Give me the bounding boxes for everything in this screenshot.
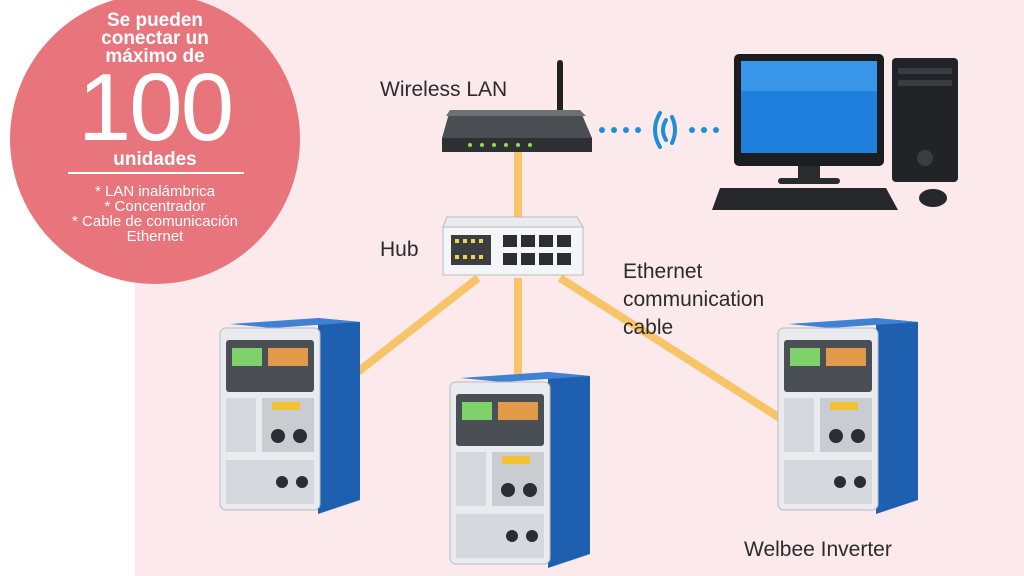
welding-machine-icon	[777, 318, 918, 514]
badge-number: 100	[77, 54, 234, 161]
ethernet-label-3: cable	[623, 316, 674, 339]
ethernet-label-2: communication	[623, 288, 765, 311]
welbee-label: Welbee Inverter	[744, 538, 892, 561]
cable-hub-welder-left	[347, 274, 481, 382]
badge-divider	[68, 172, 244, 174]
ethernet-label-1: Ethernet	[623, 260, 703, 283]
cable-hub-welder-right	[557, 274, 783, 422]
badge-line-1: Se pueden	[106, 10, 204, 31]
wireless-lan-label: Wireless LAN	[380, 78, 508, 101]
hub-label: Hub	[380, 238, 419, 261]
capacity-badge: Se pueden conectar un máximo de 100 unid…	[10, 0, 300, 284]
wifi-signal-icon	[599, 111, 719, 149]
welding-machine-icon	[449, 372, 590, 568]
computer-icon	[712, 54, 958, 210]
badge-line-3: máximo de	[105, 46, 205, 67]
badge-note-4: Ethernet	[126, 228, 184, 245]
badge-unit: unidades	[113, 149, 197, 170]
welding-machine-icon	[219, 318, 360, 514]
badge-note-1: * LAN inalámbrica	[94, 183, 216, 200]
router-icon	[442, 60, 592, 152]
badge-line-2: conectar un	[101, 28, 209, 49]
hub-icon	[442, 216, 584, 276]
badge-note-2: * Concentrador	[104, 198, 206, 215]
badge-note-3: * Cable de comunicación	[72, 213, 238, 230]
